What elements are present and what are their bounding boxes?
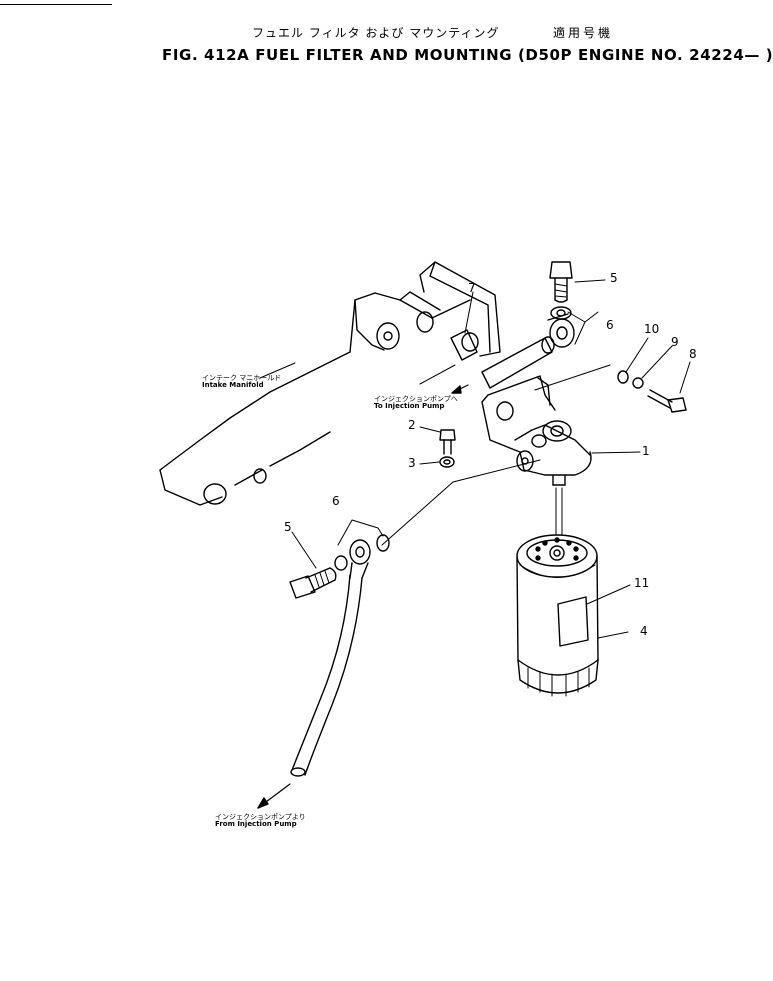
washer-part-3 bbox=[419, 456, 455, 468]
bolt-part-8 bbox=[647, 361, 691, 413]
part-number-11: 11 bbox=[634, 576, 650, 590]
part-number-6-top: 6 bbox=[606, 318, 614, 332]
outlet-pipe bbox=[419, 336, 555, 394]
to-injection-pump-label-en: To Injection Pump bbox=[374, 402, 445, 411]
part-number-4: 4 bbox=[640, 624, 648, 638]
to-injection-pump-label: インジェクションポンプへ To Injection Pump bbox=[374, 395, 458, 411]
from-injection-pump-label: インジェクションポンプより From Injection Pump bbox=[215, 813, 306, 829]
part-number-10: 10 bbox=[644, 322, 660, 336]
figure-title: FIG. 412A FUEL FILTER AND MOUNTING (D50P… bbox=[162, 46, 773, 64]
filter-head-bracket bbox=[481, 375, 641, 486]
inlet-hose bbox=[290, 459, 541, 777]
gasket-leader-top-part-6 bbox=[567, 311, 599, 345]
part-number-9: 9 bbox=[671, 335, 679, 349]
hollow-bolt-left-part-5 bbox=[289, 531, 337, 599]
label-plate-part-11 bbox=[557, 584, 631, 647]
japanese-title: フュエル フィルタ および マウンティング bbox=[252, 26, 500, 40]
spacer-part-7 bbox=[450, 291, 479, 361]
from-injection-pump-label-en: From Injection Pump bbox=[215, 820, 297, 829]
banjo-fitting-left bbox=[334, 534, 390, 579]
corner-mark bbox=[0, 4, 112, 5]
guide-line-to-washer bbox=[534, 364, 611, 391]
fuel-filter-cartridge bbox=[516, 487, 629, 697]
part-number-2: 2 bbox=[408, 418, 416, 432]
part-number-5-top: 5 bbox=[610, 271, 618, 285]
arrow-from-pump bbox=[257, 783, 291, 809]
banjo-fitting-top bbox=[547, 306, 575, 348]
part-number-7: 7 bbox=[468, 281, 476, 295]
gasket-leader-left-part-6 bbox=[337, 519, 384, 546]
to-injection-pump-label-jp: インジェクションポンプへ bbox=[374, 395, 458, 403]
arrow-intake-manifold bbox=[259, 362, 296, 379]
hollow-bolt-top-part-5 bbox=[549, 261, 606, 303]
from-injection-pump-label-jp: インジェクションポンプより bbox=[215, 813, 306, 821]
part-number-5-left: 5 bbox=[284, 520, 292, 534]
part-number-8: 8 bbox=[689, 347, 697, 361]
intake-manifold bbox=[159, 261, 501, 506]
part-number-1: 1 bbox=[642, 444, 650, 458]
part-number-6-left: 6 bbox=[332, 494, 340, 508]
intake-manifold-label-en: Intake Manifold bbox=[202, 381, 264, 390]
part-number-3: 3 bbox=[408, 456, 416, 470]
washer-part-10 bbox=[617, 337, 649, 384]
applicability-label: 適用号機 bbox=[553, 26, 614, 40]
lock-washer-part-9 bbox=[632, 345, 673, 389]
intake-manifold-label: インテーク マニホールド Intake Manifold bbox=[202, 374, 282, 390]
bolt-part-2 bbox=[419, 426, 456, 455]
intake-manifold-label-jp: インテーク マニホールド bbox=[202, 374, 282, 382]
